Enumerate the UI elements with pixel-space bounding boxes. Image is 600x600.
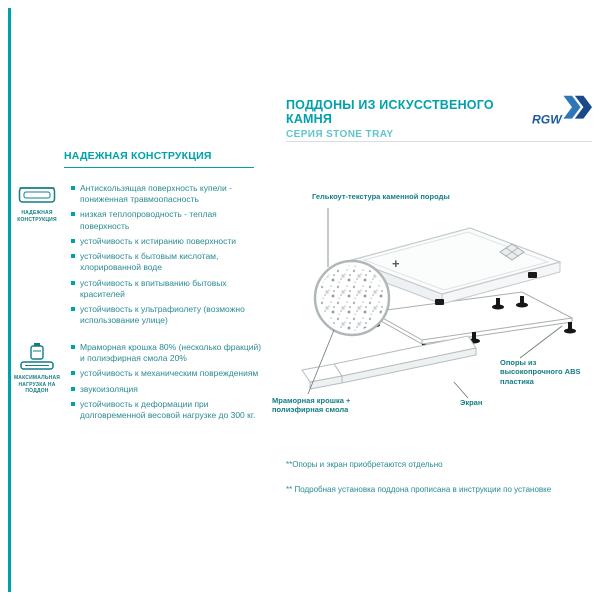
tray-section-icon [18, 187, 56, 203]
footnotes: **Опоры и экран приобретаются отдельно *… [286, 460, 592, 511]
product-diagram: Гелькоут-текстура каменной породы Мрамор… [272, 188, 592, 428]
feature-list-material: Мраморная крошка 80% (несколько фракций)… [70, 342, 266, 425]
plus-sign: + [392, 256, 400, 271]
callout-leader-lines [307, 208, 563, 399]
feature-item: низкая теплопроводность - теплая поверхн… [70, 209, 266, 231]
feature-list-construction: Антискользящая поверхность купели - пони… [70, 183, 266, 330]
callout-screen: Экран [460, 398, 483, 407]
drain-icon [499, 243, 525, 261]
feature-item: Антискользящая поверхность купели - пони… [70, 183, 266, 205]
callout-marble: Мраморная крошка + полиэфирная смола [272, 396, 351, 415]
page-subtitle: СЕРИЯ STONE TRAY [286, 129, 394, 140]
left-accent-bar [8, 8, 11, 592]
section-heading: НАДЕЖНАЯ КОНСТРУКЦИЯ [64, 150, 254, 168]
callout-gelcoat: Гелькоут-текстура каменной породы [312, 192, 450, 201]
page-title: ПОДДОНЫ ИЗ ИСКУССТВЕНОГО КАМНЯ [286, 98, 494, 126]
footnote-supports-screen: **Опоры и экран приобретаются отдельно [286, 460, 443, 469]
badge-label: НАДЕЖНАЯ КОНСТРУКЦИЯ [17, 210, 57, 223]
feature-item: устойчивость к истиранию поверхности [70, 236, 266, 247]
feature-item: устойчивость к ультрафиолету (возможно и… [70, 304, 266, 326]
footnote-installation: ** Подробная установка поддона прописана… [286, 485, 552, 495]
feature-item: устойчивость к впитыванию бытовых красит… [70, 278, 266, 300]
rgw-logo-text: RGW [532, 113, 563, 127]
feature-item: устойчивость к механическим повреждениям [70, 368, 266, 379]
texture-magnifier [313, 259, 391, 337]
header-divider [286, 141, 592, 142]
feature-item: устойчивость к деформации при долговреме… [70, 399, 266, 421]
rgw-logo-mark: RGW [532, 95, 592, 127]
feature-item: звукоизоляция [70, 384, 266, 395]
feature-item: Мраморная крошка 80% (несколько фракций)… [70, 342, 266, 364]
reliable-construction-badge: НАДЕЖНАЯ КОНСТРУКЦИЯ [12, 183, 62, 223]
max-load-badge: МАКСИМАЛЬНАЯ НАГРУЗКА НА ПОДДОН [12, 342, 62, 395]
max-load-icon [20, 343, 54, 370]
feature-group-construction: НАДЕЖНАЯ КОНСТРУКЦИЯ Антискользящая пове… [12, 183, 266, 330]
callout-supports: Опоры из высокопрочного ABS пластика [500, 358, 581, 386]
masthead: ПОДДОНЫ ИЗ ИСКУССТВЕНОГО КАМНЯ СЕРИЯ STO… [286, 98, 526, 140]
shower-tray-illustration [301, 208, 576, 399]
badge-label: МАКСИМАЛЬНАЯ НАГРУЗКА НА ПОДДОН [13, 375, 61, 394]
feature-item: устойчивость к бытовым кислотам, хлориро… [70, 251, 266, 273]
rgw-logo: RGW [532, 90, 592, 130]
feature-group-material: МАКСИМАЛЬНАЯ НАГРУЗКА НА ПОДДОН Мраморна… [12, 342, 266, 425]
screen-panels [301, 335, 477, 390]
